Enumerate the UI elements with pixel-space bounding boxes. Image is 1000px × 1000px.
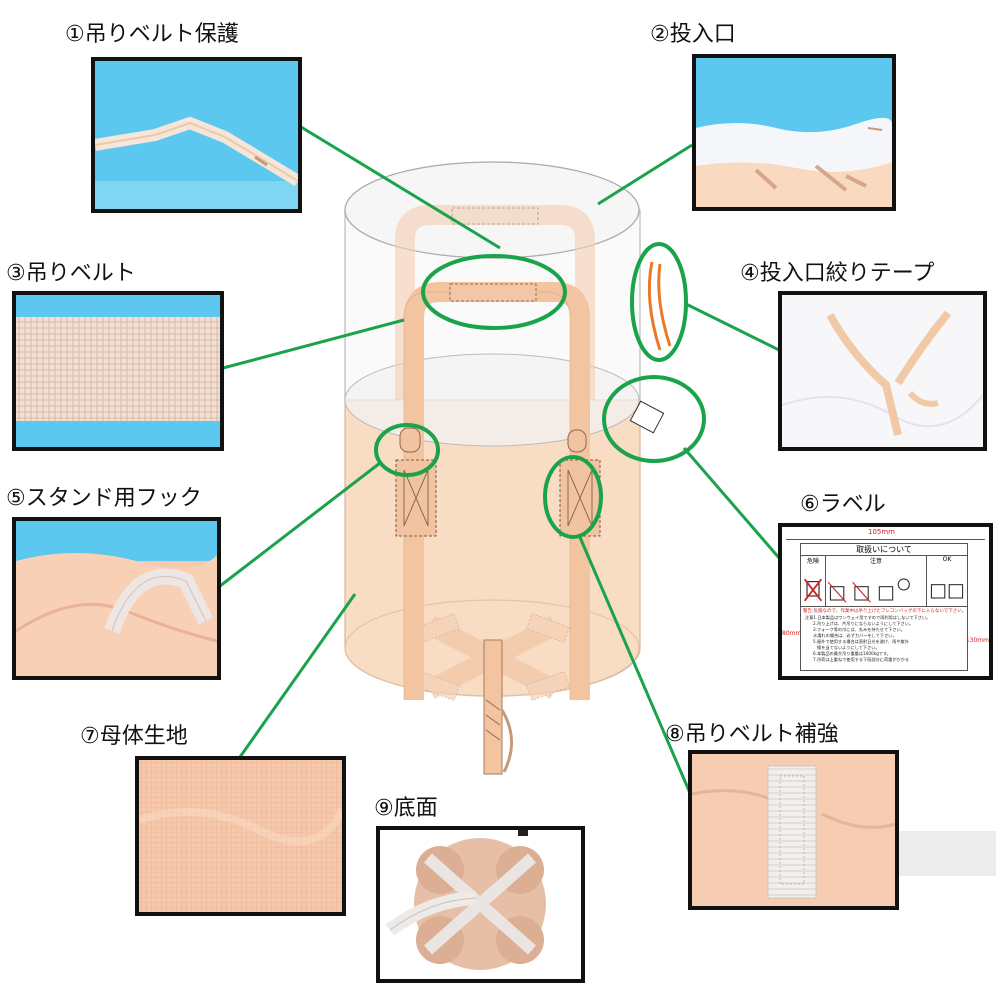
label-col-danger: 危険	[806, 558, 819, 565]
label-col-ok: OK	[942, 556, 952, 563]
label-tag	[629, 400, 665, 434]
leader-2	[597, 143, 693, 206]
photo-lifting-belt	[12, 291, 224, 451]
callout-1-label: ①吊りベルト保護	[65, 22, 239, 47]
label-note: 水濡れの場合は、必ずカバーをして下さい。	[813, 633, 897, 638]
photo-bottom	[376, 826, 585, 983]
back-loop-sleeve	[451, 207, 539, 225]
callout-2-label: ②投入口	[650, 22, 736, 47]
label-width-dim: 105mm	[868, 528, 895, 536]
leader-3	[222, 318, 405, 370]
label-note: 2.吊り上げは、片吊りにならないようにして下さい。	[813, 621, 914, 626]
stand-hook-right	[567, 429, 587, 453]
callout-9-label: ⑨底面	[374, 796, 438, 821]
photo-inlet	[692, 54, 896, 211]
photo-body-fabric	[135, 756, 346, 916]
label-height-dim-left: 80mm	[782, 630, 802, 637]
ring-label	[602, 375, 706, 463]
leader-7	[238, 593, 357, 758]
label-col-caution: 注意	[869, 558, 882, 565]
label-note: 3.フォーク等の爪には、丸みを持たせて下さい。	[813, 627, 905, 632]
leader-4	[685, 302, 780, 352]
callout-8-label: ⑧吊りベルト補強	[665, 722, 839, 747]
inlet-drawstring	[647, 261, 662, 351]
gray-tab	[899, 831, 996, 876]
ring-belt-protection	[421, 254, 567, 330]
callout-5-label: ⑤スタンド用フック	[6, 486, 202, 511]
label-note: 6.本製品の最大吊り重量は1000kgです。	[813, 651, 891, 656]
photo-stand-hook	[12, 517, 221, 680]
photo-label-card: 105mm 80mm 130mm 取扱いについて 危険 注意 OK 警告:危険な…	[778, 523, 993, 680]
label-warning: 警告:危険なので、作業中は吊り上げたフレコンバッグの下に入らないで下さい。	[803, 609, 967, 614]
belt-reinforcement-left	[395, 459, 437, 537]
belt-protection-sleeve	[449, 283, 537, 302]
ring-stand-hook	[374, 423, 440, 477]
label-note: 5.屋外で使用する場合は直射日光を避け、雨や紫外	[813, 639, 909, 644]
stand-hook-left	[399, 427, 421, 453]
label-height-dim-right: 130mm	[965, 637, 989, 644]
photo-drawstring-tape	[778, 291, 987, 451]
label-note: 線を当てないようにして下さい。	[817, 645, 880, 650]
leader-1	[300, 125, 501, 250]
callout-4-label: ④投入口絞りテープ	[740, 261, 935, 286]
label-title: 取扱いについて	[801, 544, 967, 556]
label-note: 注意1.日本製品はワンウェイ用ですので再利用はしないで下さい。	[805, 615, 931, 620]
callout-6-label: ⑥ラベル	[800, 492, 886, 517]
photo-belt-reinforcement	[688, 750, 899, 910]
callout-7-label: ⑦母体生地	[80, 724, 188, 749]
ring-drawstring	[630, 242, 688, 362]
leader-6	[682, 447, 782, 560]
callout-3-label: ③吊りベルト	[6, 261, 136, 286]
leader-5	[219, 461, 381, 588]
label-note: 7.吊荷は上重ねで使用する下段部分に荷重がかかる	[813, 657, 910, 662]
ring-reinforcement	[543, 455, 603, 539]
discharge-spout	[483, 639, 503, 775]
leader-8	[577, 534, 692, 794]
photo-belt-protection	[91, 57, 302, 213]
